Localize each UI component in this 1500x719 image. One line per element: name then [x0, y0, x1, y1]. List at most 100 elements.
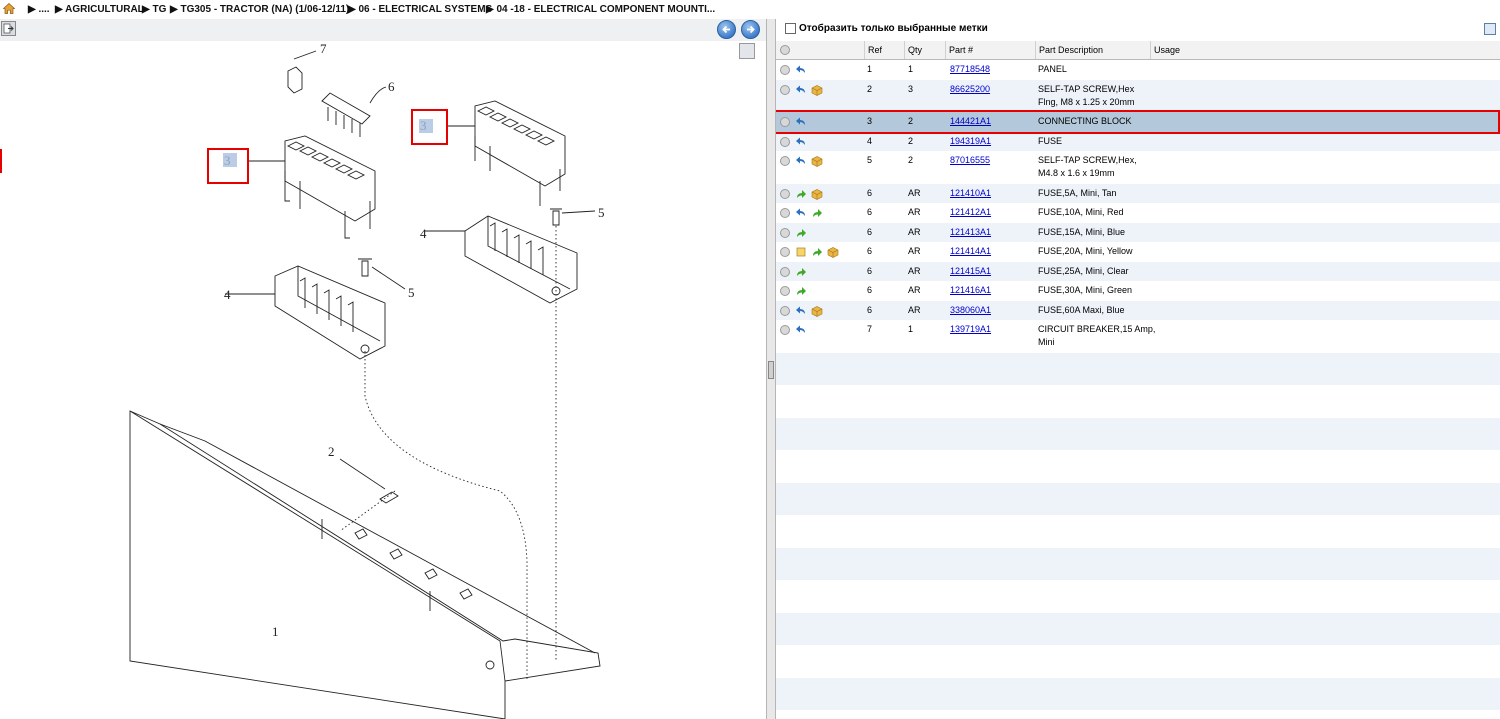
undo-icon[interactable]: [795, 64, 807, 76]
row-description: FUSE,20A, Mini, Yellow: [1038, 246, 1133, 256]
grid-settings-icon[interactable]: [1484, 23, 1496, 35]
next-icon[interactable]: [741, 20, 760, 39]
part-number-link[interactable]: 338060A1: [950, 304, 992, 315]
box-icon[interactable]: [811, 188, 823, 200]
breadcrumb-item[interactable]: ▶ 06 - ELECTRICAL SYSTEMS: [348, 4, 493, 15]
callout-4-right[interactable]: 4: [420, 226, 427, 241]
filter-checkbox[interactable]: [785, 23, 796, 34]
expand-row-icon[interactable]: [780, 84, 790, 95]
expand-row-icon[interactable]: [780, 136, 790, 147]
arrow-icon[interactable]: [795, 285, 807, 297]
col-description[interactable]: Part Description: [1035, 41, 1150, 59]
expand-row-icon[interactable]: [780, 247, 790, 257]
part-number-link[interactable]: 86625200: [950, 83, 991, 94]
arrow-icon[interactable]: [811, 246, 823, 258]
pane-splitter[interactable]: [766, 19, 776, 719]
row-ref: 6: [867, 187, 873, 198]
expand-row-icon[interactable]: [780, 325, 790, 335]
empty-row: [776, 710, 1500, 719]
expand-all-icon[interactable]: [780, 45, 790, 55]
expand-row-icon[interactable]: [780, 227, 790, 238]
expand-row-icon[interactable]: [780, 208, 790, 218]
box-icon[interactable]: [811, 84, 823, 96]
row-ref: 1: [867, 64, 873, 74]
box-icon[interactable]: [811, 305, 823, 317]
expand-row-icon[interactable]: [780, 117, 790, 127]
box-icon[interactable]: [811, 155, 823, 167]
callout-7[interactable]: 7: [320, 41, 327, 56]
expand-row-icon[interactable]: [780, 266, 790, 277]
breadcrumb-item[interactable]: ▶ 04 -18 - ELECTRICAL COMPONENT MOUNTI..…: [486, 4, 716, 15]
undo-icon[interactable]: [795, 207, 807, 219]
maximize-icon[interactable]: [739, 43, 755, 59]
row-ref: 5: [867, 155, 873, 165]
undo-icon[interactable]: [795, 136, 807, 148]
expand-row-icon[interactable]: [780, 65, 790, 75]
part-number-link[interactable]: 121414A1: [950, 246, 992, 256]
part-number-link[interactable]: 194319A1: [950, 135, 992, 146]
breadcrumb-item[interactable]: ▶ TG305 - TRACTOR (NA) (1/06-12/11): [170, 4, 350, 15]
part-number-link[interactable]: 144421A1: [950, 116, 992, 126]
col-ref[interactable]: Ref: [864, 41, 904, 59]
expand-row-icon[interactable]: [780, 156, 790, 166]
undo-icon[interactable]: [795, 155, 807, 167]
callout-5-left[interactable]: 5: [408, 285, 415, 300]
breadcrumb-item[interactable]: ▶ ....: [28, 4, 50, 15]
part-number-link[interactable]: 87016555: [950, 155, 991, 165]
undo-icon[interactable]: [795, 324, 807, 336]
col-part[interactable]: Part #: [945, 41, 1035, 59]
expand-row-icon[interactable]: [780, 286, 790, 296]
breadcrumb-item[interactable]: ▶ AGRICULTURAL: [55, 4, 144, 15]
arrow-icon[interactable]: [795, 266, 807, 278]
empty-row: [776, 580, 1500, 613]
col-usage[interactable]: Usage: [1150, 41, 1500, 59]
callout-4-left[interactable]: 4: [224, 287, 231, 302]
row-ref: 6: [867, 246, 873, 256]
empty-row: [776, 417, 1500, 450]
callout-1[interactable]: 1: [272, 624, 279, 639]
export-icon[interactable]: [1, 21, 16, 36]
part-number-link[interactable]: 121413A1: [950, 226, 992, 237]
callout-2[interactable]: 2: [328, 444, 335, 459]
row-qty: AR: [908, 207, 921, 217]
arrow-icon[interactable]: [795, 227, 807, 239]
part-number-link[interactable]: 121416A1: [950, 285, 992, 295]
callout-5-right[interactable]: 5: [598, 205, 605, 220]
empty-row: [776, 482, 1500, 515]
box-icon[interactable]: [827, 246, 839, 258]
undo-icon[interactable]: [795, 84, 807, 96]
expand-row-icon[interactable]: [780, 305, 790, 316]
note-icon[interactable]: [795, 246, 807, 258]
undo-icon[interactable]: [795, 116, 807, 128]
row-description: CONNECTING BLOCK: [1038, 116, 1132, 126]
selection-edge-marker: [0, 149, 2, 173]
part-number-link[interactable]: 121415A1: [950, 265, 992, 276]
arrow-icon[interactable]: [795, 188, 807, 200]
part-number-link[interactable]: 121410A1: [950, 187, 992, 198]
breadcrumb-item[interactable]: ▶ TG: [142, 4, 167, 15]
part-number-link[interactable]: 121412A1: [950, 207, 992, 217]
callout-6[interactable]: 6: [388, 79, 395, 94]
home-icon[interactable]: [3, 3, 15, 14]
arrow-icon[interactable]: [811, 207, 823, 219]
expand-row-icon[interactable]: [780, 188, 790, 199]
previous-icon[interactable]: [717, 20, 736, 39]
undo-icon[interactable]: [795, 305, 807, 317]
part-number-link[interactable]: 87718548: [950, 64, 991, 74]
part-number-link[interactable]: 139719A1: [950, 324, 992, 334]
collapse-handle-icon[interactable]: [768, 361, 774, 379]
col-qty[interactable]: Qty: [904, 41, 945, 59]
